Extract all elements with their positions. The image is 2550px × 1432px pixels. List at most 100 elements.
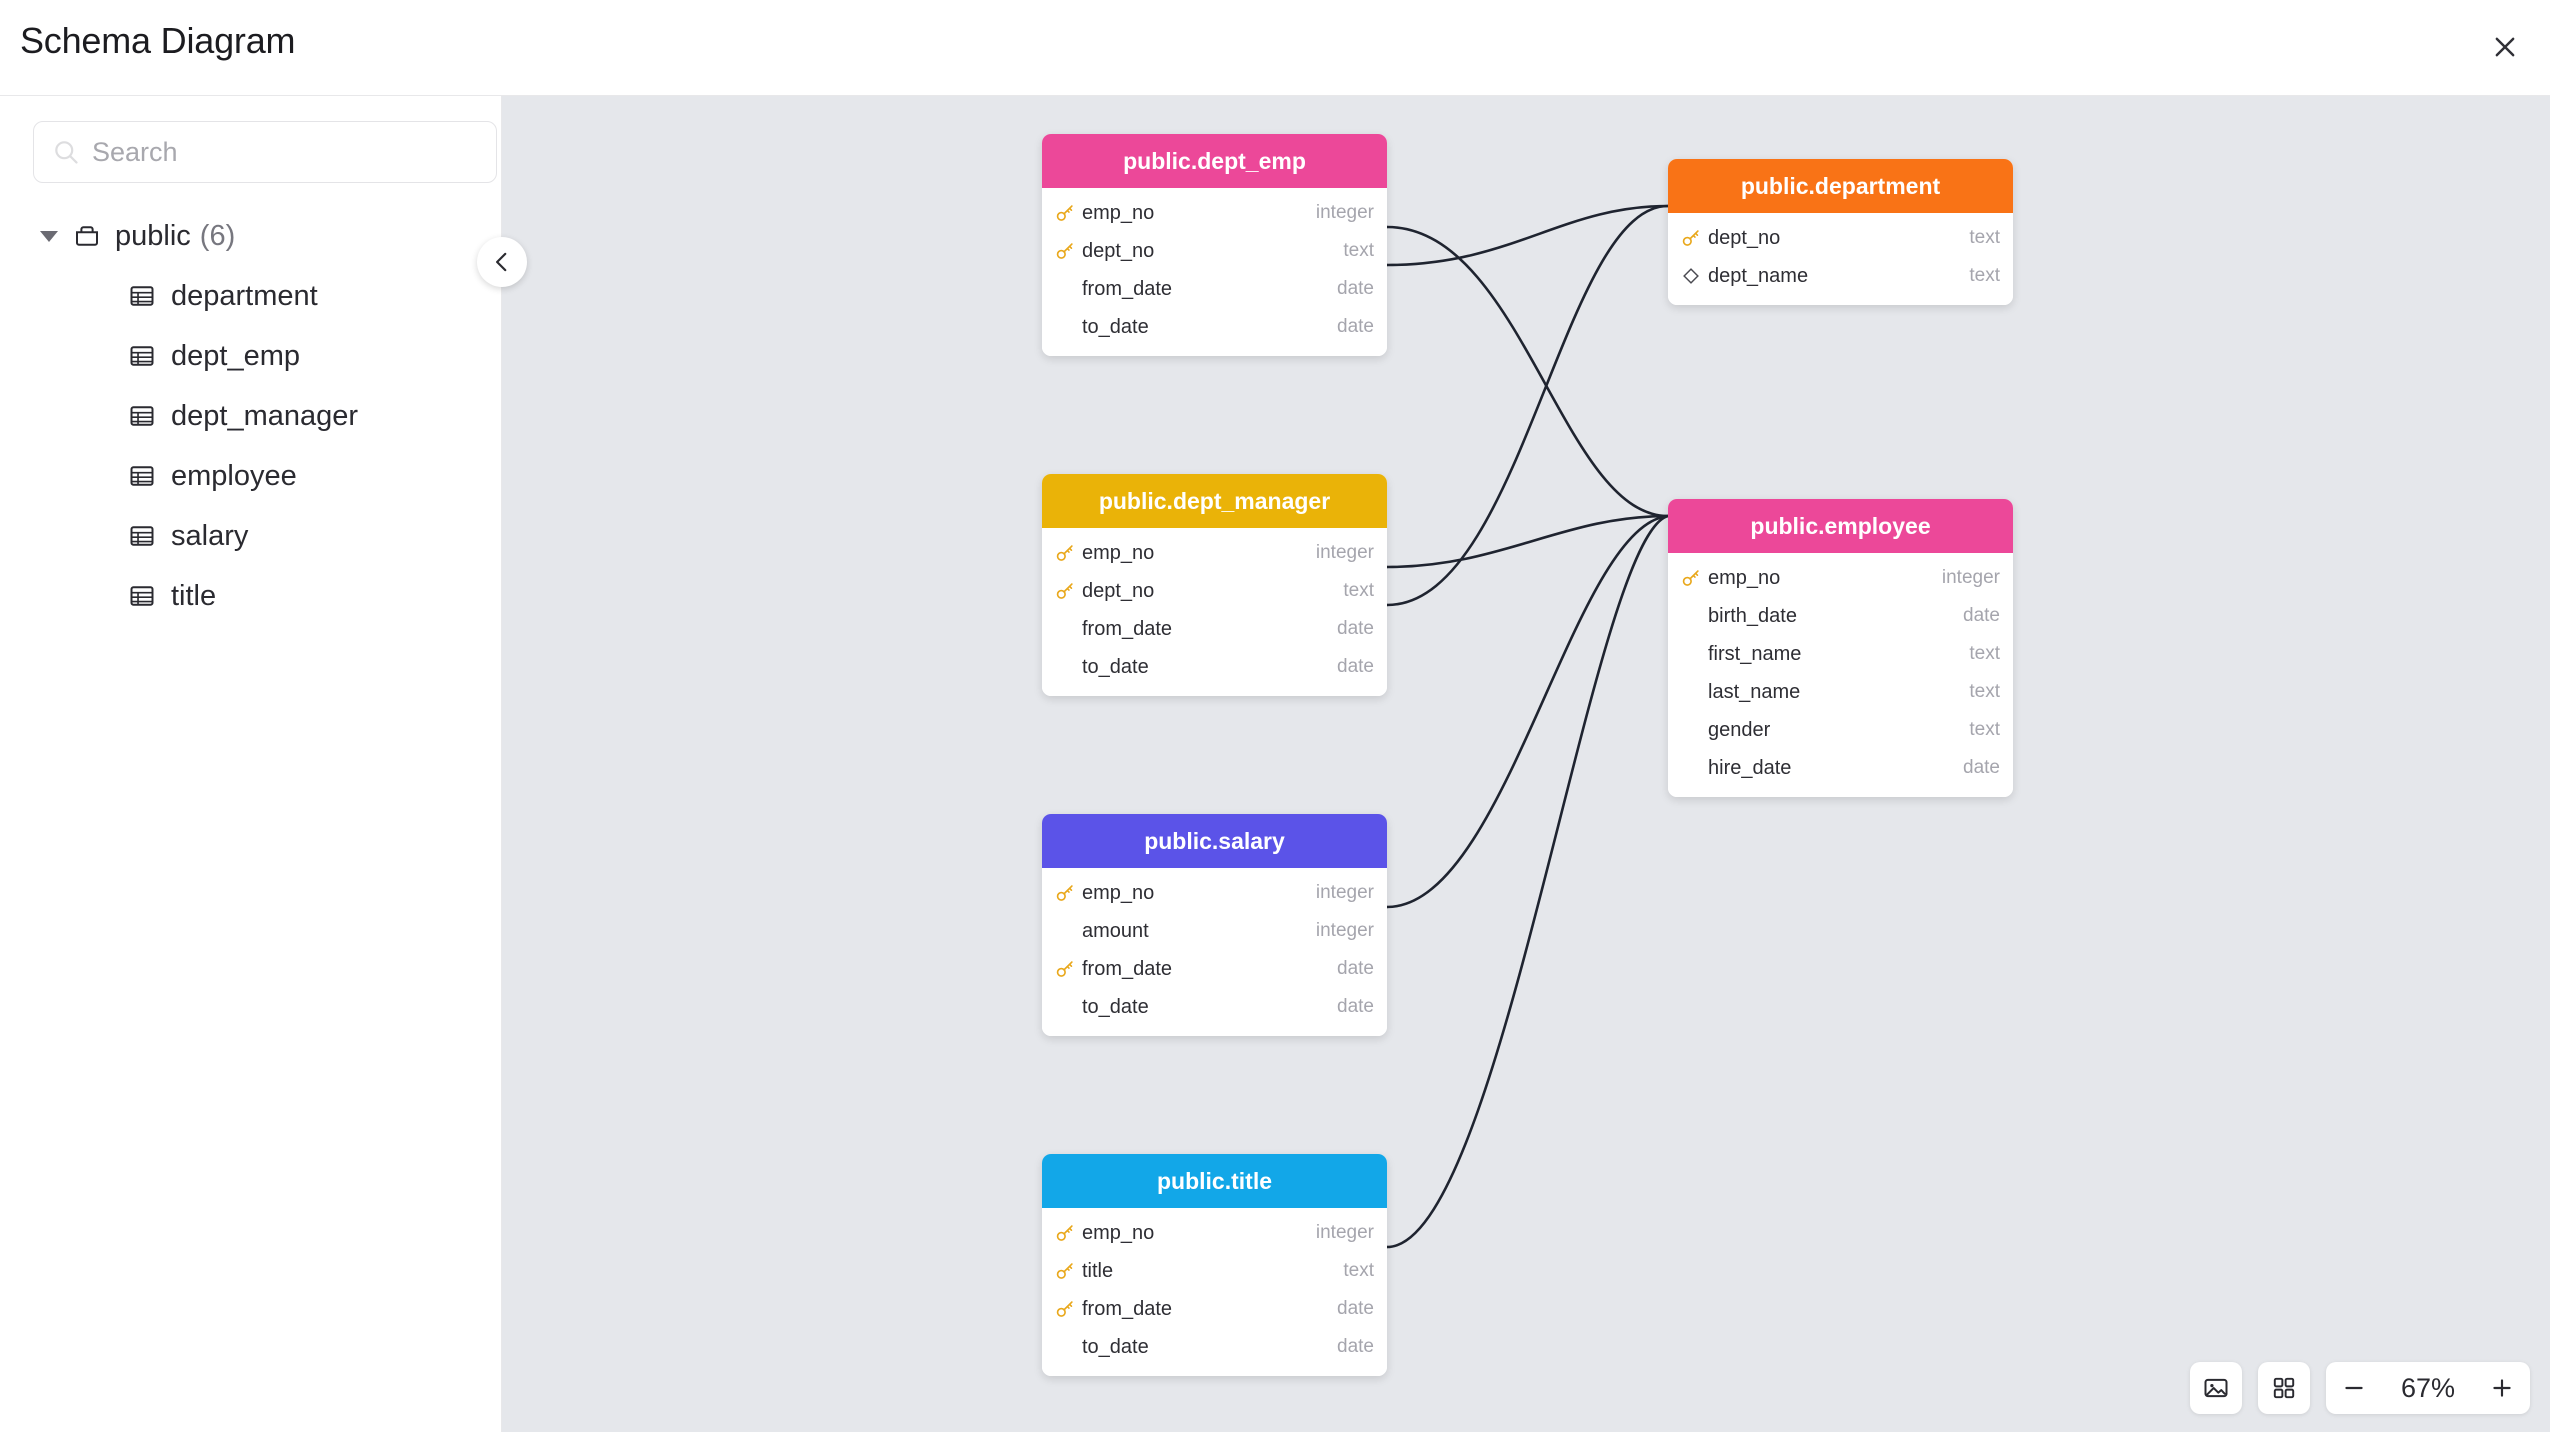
- table-card-header[interactable]: public.dept_manager: [1042, 474, 1387, 528]
- sidebar-item-dept_manager[interactable]: dept_manager: [0, 386, 502, 446]
- column-type: text: [1343, 580, 1374, 601]
- image-icon: [2204, 1378, 2228, 1398]
- schema-icon: [76, 226, 98, 246]
- column-name: from_date: [1082, 277, 1173, 300]
- relationship-edges: [1362, 204, 1669, 1259]
- zoom-in-button[interactable]: [2474, 1362, 2530, 1414]
- table-icon: [130, 346, 154, 366]
- table-card-header[interactable]: public.employee: [1668, 499, 2013, 553]
- sidebar-item-department[interactable]: department: [0, 266, 502, 326]
- column-row[interactable]: dept_no text: [1668, 219, 2013, 257]
- column-row[interactable]: first_name text: [1668, 635, 2013, 673]
- sidebar-item-employee[interactable]: employee: [0, 446, 502, 506]
- column-name: emp_no: [1082, 541, 1155, 564]
- key-icon: [1056, 243, 1073, 259]
- column-name: dept_no: [1082, 579, 1155, 602]
- table-card-title: public.dept_manager: [1098, 487, 1331, 514]
- column-type: date: [1337, 656, 1374, 677]
- caret-down-icon[interactable]: [40, 230, 58, 242]
- sidebar-item-dept_emp[interactable]: dept_emp: [0, 326, 502, 386]
- table-card-title: public.employee: [1750, 512, 1931, 539]
- sidebar-item-title[interactable]: title: [0, 566, 502, 626]
- zoom-level-display[interactable]: 67%: [2400, 1372, 2456, 1403]
- minus-icon: [2345, 1386, 2363, 1390]
- key-icon: [1056, 1225, 1073, 1241]
- table-card-header[interactable]: public.dept_emp: [1042, 134, 1387, 188]
- export-image-button[interactable]: [2190, 1362, 2242, 1414]
- key-icon: [1056, 1263, 1073, 1279]
- table-card-title: public.department: [1740, 172, 1941, 199]
- close-icon: [2495, 37, 2515, 57]
- diamond-icon: [1683, 268, 1699, 284]
- zoom-out-button[interactable]: [2326, 1362, 2382, 1414]
- column-type: text: [1969, 227, 2000, 248]
- table-icon: [130, 406, 154, 426]
- sidebar-item-salary[interactable]: salary: [0, 506, 502, 566]
- zoom-controls: 67%: [2326, 1362, 2530, 1414]
- column-row[interactable]: dept_no text: [1042, 572, 1387, 610]
- table-card-header[interactable]: public.title: [1042, 1154, 1387, 1208]
- column-type: text: [1969, 719, 2000, 740]
- column-name: dept_no: [1708, 226, 1781, 249]
- sidebar-item-label: salary: [171, 519, 249, 552]
- column-name: last_name: [1708, 680, 1801, 703]
- table-card-header[interactable]: public.salary: [1042, 814, 1387, 868]
- column-name: first_name: [1708, 642, 1802, 665]
- column-type: date: [1963, 757, 2000, 778]
- column-type: text: [1969, 643, 2000, 664]
- column-type: date: [1337, 958, 1374, 979]
- column-type: text: [1343, 240, 1374, 261]
- column-name: from_date: [1082, 1297, 1173, 1320]
- table-icon: [130, 286, 154, 306]
- key-icon: [1056, 961, 1073, 977]
- close-button[interactable]: [2478, 20, 2532, 74]
- sidebar: public (6) departmentdept_empdept_manage…: [0, 96, 502, 1432]
- column-type: integer: [1315, 882, 1374, 903]
- chevron-left-icon: [496, 252, 507, 272]
- sidebar-item-label: title: [171, 579, 217, 612]
- sidebar-collapse-button[interactable]: [477, 237, 527, 287]
- column-name: emp_no: [1082, 201, 1155, 224]
- search-box[interactable]: [33, 121, 497, 183]
- tree-schema-public[interactable]: public (6): [0, 206, 502, 266]
- key-icon: [1682, 570, 1699, 586]
- column-name: to_date: [1082, 1335, 1149, 1358]
- search-input[interactable]: [92, 136, 478, 168]
- layout-grid-button[interactable]: [2258, 1362, 2310, 1414]
- table-icon: [130, 526, 154, 546]
- schema-table-count: (6): [199, 219, 236, 252]
- canvas-toolbar: 67%: [2190, 1362, 2530, 1414]
- table-card-header[interactable]: public.department: [1668, 159, 2013, 213]
